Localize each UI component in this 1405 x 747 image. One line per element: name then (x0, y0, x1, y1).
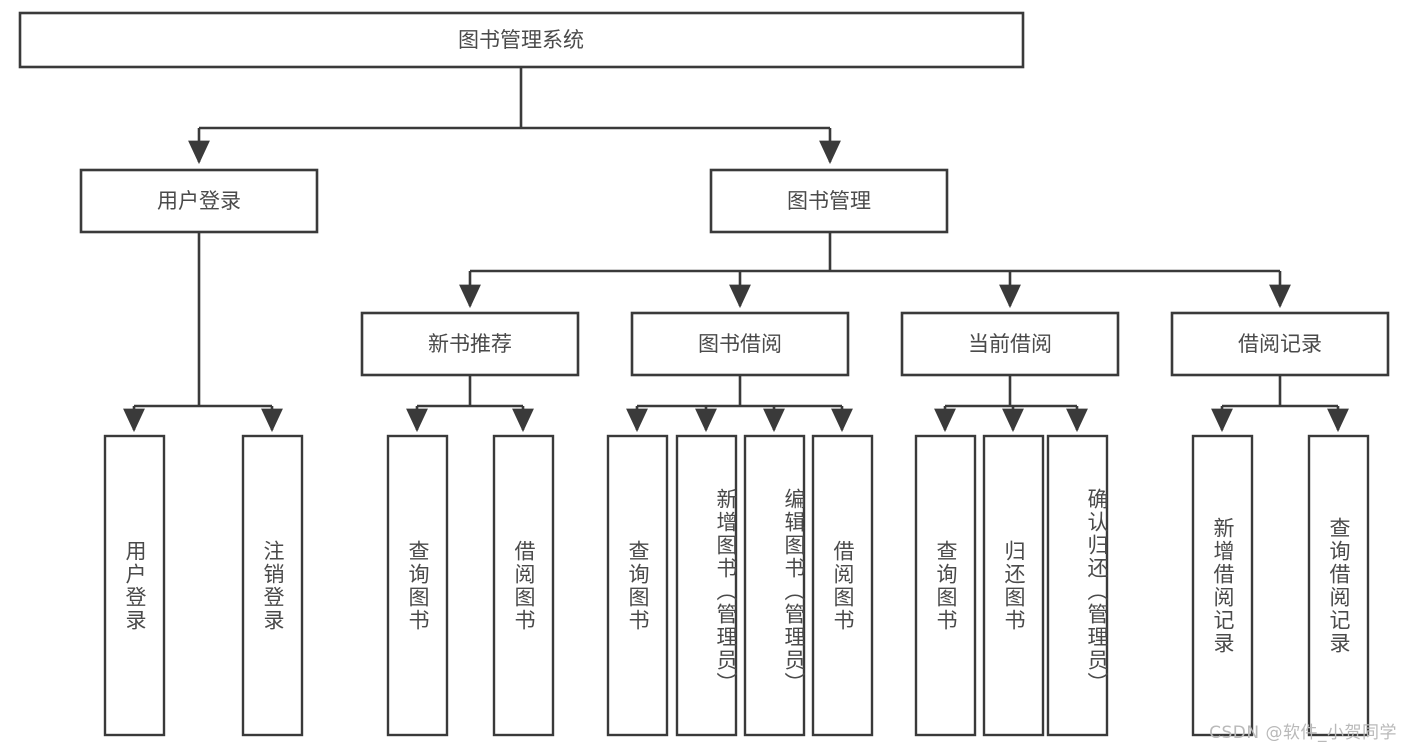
edge-group-book-manage (459, 232, 1291, 309)
node-root-box[interactable] (18, 11, 1025, 69)
edge-group-user-login (123, 232, 283, 433)
leaf-current-borrow-3-box[interactable] (1046, 434, 1109, 737)
node-book-manage-box[interactable] (709, 168, 949, 234)
leaf-borrow-records-1-box[interactable] (1191, 434, 1254, 737)
node-book-manage-label: 图书管理 (787, 189, 871, 213)
edge-group-root (188, 67, 841, 165)
node-book-borrow[interactable] (630, 311, 850, 377)
leaf-current-borrow-2-box[interactable] (982, 434, 1045, 737)
edge-group-borrow-records (1211, 375, 1349, 433)
node-current-borrow-box[interactable] (900, 311, 1120, 377)
node-current-borrow[interactable] (900, 311, 1120, 377)
node-book-borrow-box[interactable] (630, 311, 850, 377)
leaf-user-login-1-box[interactable] (103, 434, 166, 737)
leaf-book-borrow-4-box[interactable] (811, 434, 874, 737)
edge-group-current-borrow (934, 375, 1088, 433)
node-user-login-label: 用户登录 (157, 189, 241, 213)
leaf-book-borrow-3-box[interactable] (743, 434, 806, 737)
node-borrow-records-box[interactable] (1170, 311, 1390, 377)
edge-group-book-borrow (626, 375, 853, 433)
leaf-borrow-records-2-box[interactable] (1307, 434, 1370, 737)
edge-group-new-book (406, 375, 534, 433)
leaf-new-book-1-box[interactable] (386, 434, 449, 737)
node-new-book-recommend-label: 新书推荐 (428, 332, 512, 356)
leaf-book-borrow-2-box[interactable] (675, 434, 738, 737)
node-book-manage[interactable] (709, 168, 949, 234)
node-new-book-recommend[interactable] (360, 311, 580, 377)
leaf-book-borrow-1-box[interactable] (606, 434, 669, 737)
node-borrow-records-label: 借阅记录 (1238, 332, 1322, 356)
node-borrow-records[interactable] (1170, 311, 1390, 377)
leaf-user-login-2-box[interactable] (241, 434, 304, 737)
node-book-borrow-label: 图书借阅 (698, 332, 782, 356)
node-current-borrow-label: 当前借阅 (968, 332, 1052, 356)
node-root[interactable] (18, 11, 1025, 69)
leaf-new-book-2-box[interactable] (492, 434, 555, 737)
leaf-current-borrow-1-box[interactable] (914, 434, 977, 737)
node-new-book-recommend-box[interactable] (360, 311, 580, 377)
node-root-label: 图书管理系统 (458, 28, 584, 52)
node-user-login[interactable] (79, 168, 319, 234)
node-user-login-box[interactable] (79, 168, 319, 234)
